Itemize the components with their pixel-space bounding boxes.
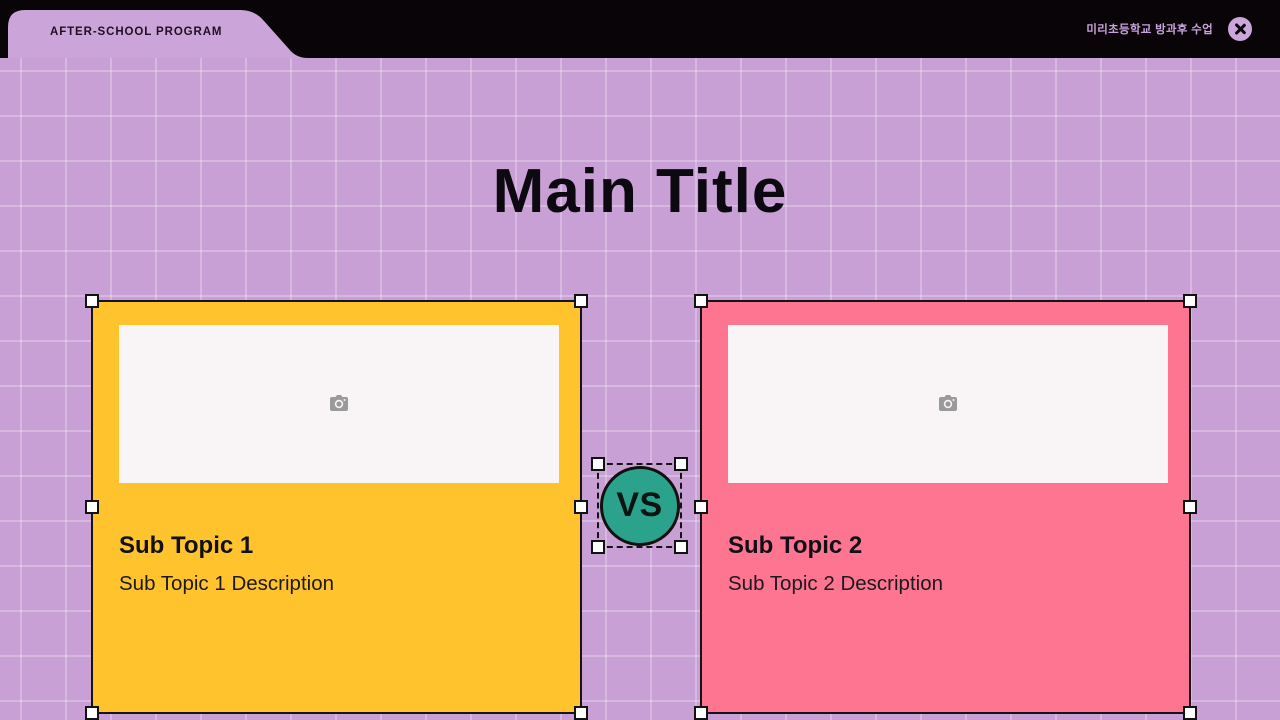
vs-badge[interactable]: VS [599,465,680,546]
card-title[interactable]: Sub Topic 2 [728,532,863,559]
card-description[interactable]: Sub Topic 2 Description [728,572,943,595]
slide-canvas[interactable]: Main Title Sub Topic 1 Sub Topic 1 Descr… [0,58,1280,720]
document-tab[interactable] [0,0,330,58]
selection-handle-top-left[interactable] [694,294,708,308]
document-title: 미리초등학교 방과후 수업 [1086,24,1213,36]
selection-handle-top-right[interactable] [574,294,588,308]
selection-handle-bottom-left[interactable] [591,540,605,554]
vs-selection-group[interactable]: VS [591,457,688,554]
topbar: AFTER-SCHOOL PROGRAM 미리초등학교 방과후 수업 [0,0,1280,58]
selection-handle-bottom-left[interactable] [85,706,99,720]
image-placeholder[interactable] [119,325,559,483]
tab-label: AFTER-SCHOOL PROGRAM [50,26,223,38]
close-button[interactable] [1228,17,1252,41]
selection-handle-bottom-left[interactable] [694,706,708,720]
card-sub-topic-1[interactable]: Sub Topic 1 Sub Topic 1 Description [85,294,588,720]
selection-handle-top-left[interactable] [591,457,605,471]
image-placeholder[interactable] [728,325,1168,483]
camera-icon [939,395,957,411]
selection-handle-middle-left[interactable] [694,500,708,514]
selection-handle-middle-right[interactable] [574,500,588,514]
card-description[interactable]: Sub Topic 1 Description [119,572,334,595]
close-icon [1234,23,1246,35]
selection-handle-bottom-right[interactable] [574,706,588,720]
camera-icon [330,395,348,411]
slide-title[interactable]: Main Title [492,157,788,226]
selection-handle-top-right[interactable] [1183,294,1197,308]
selection-handle-top-right[interactable] [674,457,688,471]
topbar-right: 미리초등학교 방과후 수업 [1086,0,1252,58]
selection-handle-bottom-right[interactable] [1183,706,1197,720]
card-sub-topic-2[interactable]: Sub Topic 2 Sub Topic 2 Description [694,294,1197,720]
card-title[interactable]: Sub Topic 1 [119,532,254,559]
selection-handle-bottom-right[interactable] [674,540,688,554]
selection-handle-top-left[interactable] [85,294,99,308]
selection-handle-middle-right[interactable] [1183,500,1197,514]
selection-handle-middle-left[interactable] [85,500,99,514]
vs-label: VS [616,486,663,524]
